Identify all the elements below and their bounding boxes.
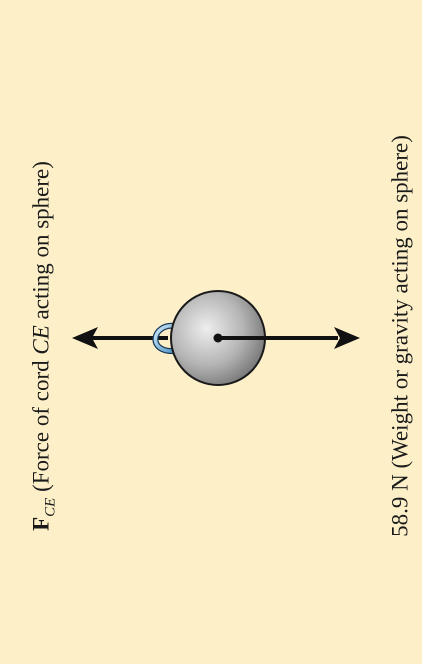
force-subscript: CE <box>42 497 59 517</box>
force-description-end: acting on sphere) <box>28 161 54 326</box>
force-cord-arrowhead <box>72 327 98 349</box>
weight-label: 58.9 N (Weight or gravity acting on sphe… <box>387 135 413 537</box>
force-cord-label: FCE (Force of cord CE acting on sphere) <box>28 161 59 531</box>
weight-force-arrowhead <box>334 327 360 349</box>
force-symbol: F <box>28 516 54 531</box>
cord-name: CE <box>28 325 54 355</box>
force-description-start: (Force of cord <box>28 354 54 492</box>
sphere-center-dot <box>213 333 223 343</box>
attachment-ring <box>153 324 176 353</box>
